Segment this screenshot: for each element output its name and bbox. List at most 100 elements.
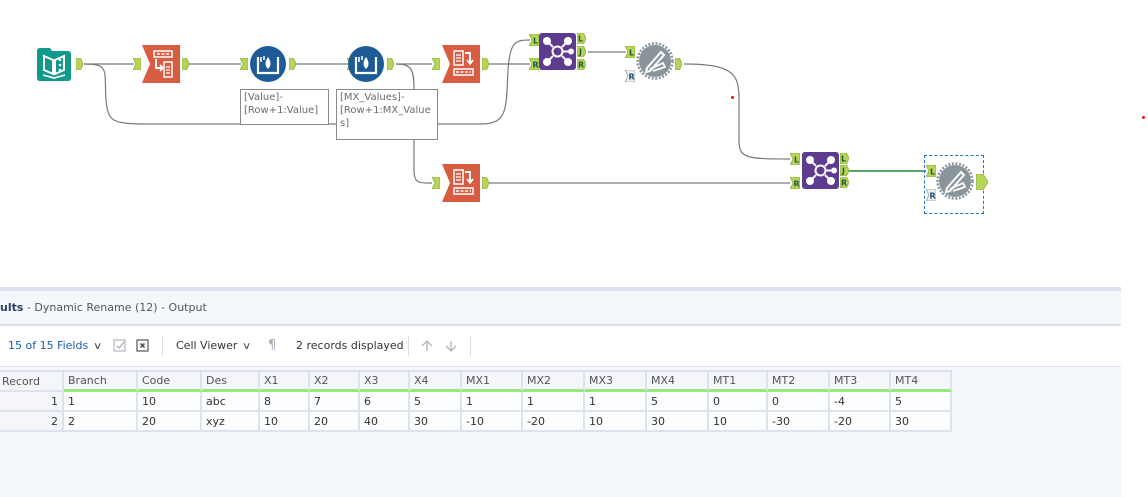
results-panel-divider[interactable] bbox=[0, 287, 1121, 291]
table-cell[interactable]: 20 bbox=[138, 412, 202, 432]
column-header[interactable]: MX2 bbox=[523, 370, 585, 392]
fields-selector-label[interactable]: 15 of 15 Fields bbox=[8, 339, 89, 352]
column-header[interactable]: MT1 bbox=[709, 370, 768, 392]
deselect-all-checkbox[interactable] bbox=[136, 326, 150, 366]
column-header[interactable]: Code bbox=[138, 370, 202, 392]
output-anchor[interactable] bbox=[387, 58, 396, 70]
workflow-canvas[interactable]: [Value]- [Row+1:Value] [MX_Values]- [Row… bbox=[0, 0, 1148, 287]
column-header[interactable]: MT2 bbox=[768, 370, 830, 392]
table-cell[interactable]: 5 bbox=[647, 392, 709, 412]
table-cell[interactable]: -20 bbox=[830, 412, 891, 432]
column-header[interactable]: MT4 bbox=[891, 370, 952, 392]
join-right-output-anchor[interactable]: R bbox=[840, 177, 851, 188]
input-anchor[interactable] bbox=[432, 177, 440, 189]
join-left-output-anchor[interactable]: L bbox=[577, 33, 588, 44]
table-cell[interactable]: 7 bbox=[310, 392, 360, 412]
column-header[interactable]: MT3 bbox=[830, 370, 891, 392]
column-header-record[interactable]: Record bbox=[0, 370, 64, 392]
scroll-down-button[interactable] bbox=[444, 326, 458, 366]
output-anchor[interactable] bbox=[289, 58, 298, 70]
column-header[interactable]: MX1 bbox=[462, 370, 523, 392]
table-cell[interactable]: abc bbox=[202, 392, 260, 412]
table-cell[interactable]: 1 bbox=[585, 392, 647, 412]
join-left-input-anchor[interactable]: L bbox=[790, 153, 800, 165]
column-header[interactable]: MX4 bbox=[647, 370, 709, 392]
table-cell[interactable]: 1 bbox=[462, 392, 523, 412]
anchor-label-r: R bbox=[794, 180, 800, 189]
join-left-input-anchor[interactable]: L bbox=[529, 34, 539, 46]
join-tool-1[interactable] bbox=[539, 33, 576, 70]
table-cell[interactable]: 10 bbox=[260, 412, 310, 432]
record-number-cell[interactable]: 1 bbox=[0, 392, 64, 412]
rename-right-input-anchor[interactable]: R bbox=[625, 70, 635, 82]
input-data-tool[interactable] bbox=[35, 46, 73, 82]
transpose-tool[interactable] bbox=[142, 45, 180, 83]
table-cell[interactable]: -4 bbox=[830, 392, 891, 412]
rename-left-input-anchor[interactable]: L bbox=[625, 46, 635, 58]
table-cell[interactable]: 10 bbox=[585, 412, 647, 432]
column-header[interactable]: Des bbox=[202, 370, 260, 392]
join-inner-output-anchor[interactable]: J bbox=[577, 46, 588, 57]
dynamic-rename-tool-1[interactable] bbox=[636, 42, 674, 80]
cell-viewer-dropdown[interactable]: Cell Viewer∨ bbox=[176, 326, 252, 366]
table-cell[interactable]: 30 bbox=[410, 412, 462, 432]
join-tool-2[interactable] bbox=[802, 152, 839, 189]
table-cell[interactable]: 2 bbox=[64, 412, 138, 432]
pilcrow-icon[interactable]: ¶ bbox=[268, 338, 277, 353]
output-anchor[interactable] bbox=[675, 58, 684, 70]
cross-tab-tool-2[interactable] bbox=[442, 164, 480, 202]
table-cell[interactable]: 20 bbox=[310, 412, 360, 432]
rename-left-input-anchor[interactable]: L bbox=[926, 165, 936, 177]
table-cell[interactable]: 1 bbox=[64, 392, 138, 412]
table-cell[interactable]: 0 bbox=[709, 392, 768, 412]
scroll-up-button[interactable] bbox=[420, 326, 434, 366]
table-cell[interactable]: 30 bbox=[891, 412, 952, 432]
output-anchor[interactable] bbox=[76, 58, 85, 70]
column-header[interactable]: X4 bbox=[410, 370, 462, 392]
table-cell[interactable]: xyz bbox=[202, 412, 260, 432]
output-anchor[interactable] bbox=[482, 177, 491, 189]
input-anchor[interactable] bbox=[133, 58, 141, 70]
table-cell[interactable]: 5 bbox=[410, 392, 462, 412]
arrow-up-icon bbox=[421, 340, 433, 351]
anchor-label-l: L bbox=[930, 168, 935, 177]
table-cell[interactable]: 5 bbox=[891, 392, 952, 412]
column-header[interactable]: Branch bbox=[64, 370, 138, 392]
input-anchor[interactable] bbox=[432, 58, 440, 70]
join-right-input-anchor[interactable]: R bbox=[529, 58, 539, 70]
dynamic-rename-tool-2[interactable] bbox=[936, 162, 974, 200]
record-number-cell[interactable]: 2 bbox=[0, 412, 64, 432]
table-cell[interactable]: 1 bbox=[523, 392, 585, 412]
join-left-output-anchor[interactable]: L bbox=[840, 153, 851, 164]
chevron-down-icon: ∨ bbox=[242, 341, 252, 352]
column-header[interactable]: X1 bbox=[260, 370, 310, 392]
table-cell[interactable]: -30 bbox=[768, 412, 830, 432]
output-anchor[interactable] bbox=[182, 58, 191, 70]
table-cell[interactable]: -20 bbox=[523, 412, 585, 432]
column-header[interactable]: X2 bbox=[310, 370, 360, 392]
join-inner-output-anchor[interactable]: J bbox=[840, 165, 851, 176]
output-anchor[interactable] bbox=[482, 58, 491, 70]
output-anchor[interactable] bbox=[976, 174, 988, 190]
cross-tab-tool-1[interactable] bbox=[442, 45, 480, 83]
table-cell[interactable]: 30 bbox=[647, 412, 709, 432]
transpose-icon bbox=[142, 45, 180, 83]
table-cell[interactable]: 6 bbox=[360, 392, 410, 412]
table-cell[interactable]: -10 bbox=[462, 412, 523, 432]
multi-row-formula-tool-1[interactable] bbox=[249, 45, 287, 83]
column-header[interactable]: MX3 bbox=[585, 370, 647, 392]
table-cell[interactable]: 10 bbox=[709, 412, 768, 432]
multi-row-formula-tool-2[interactable] bbox=[347, 45, 385, 83]
column-header[interactable]: X3 bbox=[360, 370, 410, 392]
join-right-output-anchor[interactable]: R bbox=[577, 59, 588, 70]
table-cell[interactable]: 40 bbox=[360, 412, 410, 432]
input-anchor[interactable] bbox=[240, 58, 248, 70]
fields-selector[interactable]: 15 of 15 Fields∨ bbox=[8, 326, 103, 366]
join-right-input-anchor[interactable]: R bbox=[790, 177, 800, 189]
table-cell[interactable]: 8 bbox=[260, 392, 310, 412]
select-all-checkbox[interactable] bbox=[113, 326, 127, 366]
table-cell[interactable]: 10 bbox=[138, 392, 202, 412]
table-header-row: Record Branch Code Des X1 X2 X3 X4 MX1 M… bbox=[0, 370, 952, 392]
table-cell[interactable]: 0 bbox=[768, 392, 830, 412]
rename-right-input-anchor[interactable]: R bbox=[926, 189, 936, 201]
